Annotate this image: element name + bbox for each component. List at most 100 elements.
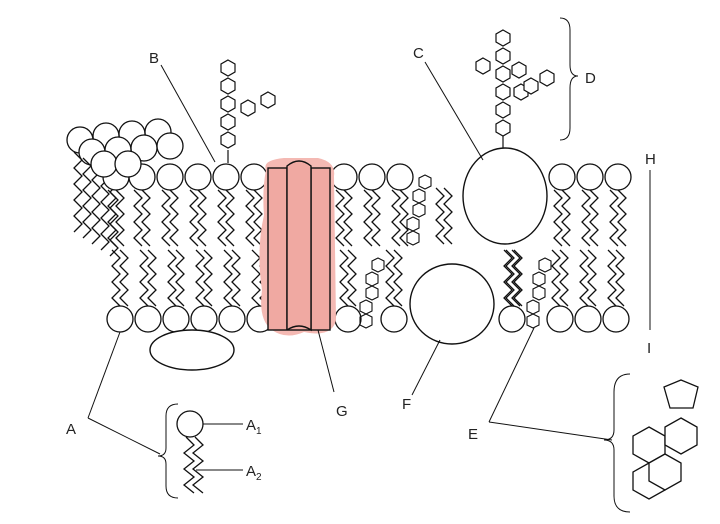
lipid-tail xyxy=(245,189,255,247)
channel-protein-g xyxy=(259,158,336,336)
lipid-tail xyxy=(197,189,207,247)
lipid-tail xyxy=(553,189,563,247)
lipid-tail xyxy=(559,249,569,307)
lipid-tail xyxy=(347,249,357,307)
label-d: D xyxy=(585,70,596,87)
cholesterol-upper-mid xyxy=(406,174,432,246)
lipid-tail xyxy=(579,249,589,307)
lipid-head xyxy=(156,132,184,160)
label-e: E xyxy=(468,426,478,443)
lipid-head xyxy=(156,163,184,191)
label-f: F xyxy=(402,396,411,413)
steroid-ring-structure xyxy=(632,379,699,500)
lipid-tail xyxy=(551,249,561,307)
leader-e-left xyxy=(488,327,535,423)
lipid-head xyxy=(190,305,218,333)
label-g: G xyxy=(336,403,348,420)
label-i: I xyxy=(647,340,651,357)
lipid-tail xyxy=(339,249,349,307)
lipid-tail xyxy=(253,189,263,247)
lipid-head xyxy=(330,163,358,191)
lipid-head xyxy=(212,163,240,191)
lipid-tail xyxy=(217,189,227,247)
lipid-head xyxy=(380,305,408,333)
lipid-tail xyxy=(225,189,235,247)
lipid-tail xyxy=(363,189,373,247)
lipid-tail xyxy=(73,151,83,233)
brace-a xyxy=(157,403,179,499)
labels: A A1 A2 B C D E F G H I xyxy=(66,45,656,483)
brace-d xyxy=(559,17,579,141)
inner-peripheral-protein xyxy=(149,329,235,371)
leader-e-right xyxy=(488,421,613,441)
lipid-tail xyxy=(513,249,523,307)
lipid-tail xyxy=(581,189,591,247)
lipid-tail xyxy=(111,249,121,307)
lipid-tail xyxy=(609,189,619,247)
lipid-tail xyxy=(511,249,521,307)
label-a1: A1 xyxy=(246,417,262,437)
lipid-tail xyxy=(169,189,179,247)
lipid-tail xyxy=(107,189,117,247)
label-a: A xyxy=(66,421,76,438)
lipid-tail xyxy=(615,249,625,307)
lipid-head xyxy=(162,305,190,333)
protein-f-peripheral xyxy=(409,263,495,345)
lipid-tail xyxy=(589,189,599,247)
phospholipid-bilayer xyxy=(66,118,632,333)
lipid-head xyxy=(184,163,212,191)
label-b: B xyxy=(149,50,159,67)
lipid-tail xyxy=(561,189,571,247)
glycoprotein-carbohydrate-chain xyxy=(475,29,555,148)
leader-lines xyxy=(87,17,651,513)
lipid-tail xyxy=(393,249,403,307)
lipid-head xyxy=(602,305,630,333)
label-a2: A2 xyxy=(246,463,262,483)
leader-g xyxy=(317,329,335,393)
lipid-tail xyxy=(223,249,233,307)
lipid-tail xyxy=(203,249,213,307)
lipid-head xyxy=(574,305,602,333)
lipid-tail xyxy=(167,249,177,307)
lipid-tail xyxy=(617,189,627,247)
lipid-tail xyxy=(587,249,597,307)
lipid-tail xyxy=(175,249,185,307)
lipid-tail xyxy=(391,189,401,247)
lipid-head xyxy=(546,305,574,333)
cholesterol-molecules xyxy=(359,174,552,329)
lipid-tail xyxy=(189,189,199,247)
leader-a-left xyxy=(87,331,121,419)
lipid-tail xyxy=(443,187,453,245)
lipid-tail xyxy=(371,189,381,247)
lipid-tail xyxy=(139,249,149,307)
lipid-tail xyxy=(251,249,261,307)
lipid-tail xyxy=(607,249,617,307)
lipid-head xyxy=(576,163,604,191)
lipid-head xyxy=(334,305,362,333)
lipid-head xyxy=(358,163,386,191)
brace-e xyxy=(603,373,631,513)
leader-b xyxy=(160,64,216,163)
lipid-tail xyxy=(399,189,409,247)
lipid-tail xyxy=(385,249,395,307)
leader-f xyxy=(411,339,441,396)
label-h: H xyxy=(645,151,656,168)
leader-c xyxy=(424,61,484,161)
lipid-tail xyxy=(147,249,157,307)
glycolipid-chain xyxy=(220,59,276,163)
lipid-tail xyxy=(503,249,513,307)
lipid-tail xyxy=(195,249,205,307)
lipid-tail xyxy=(100,169,110,251)
lipid-head xyxy=(240,163,268,191)
lipid-head xyxy=(106,305,134,333)
lipid-head xyxy=(90,150,118,178)
lipid-tail xyxy=(119,249,129,307)
cholesterol-lower-right xyxy=(526,257,552,329)
label-c: C xyxy=(413,45,424,62)
lipid-tail xyxy=(343,189,353,247)
lipid-tail xyxy=(141,189,151,247)
lipid-head xyxy=(134,305,162,333)
lipid-tail xyxy=(82,157,92,239)
protein-c-glycoprotein xyxy=(462,147,548,245)
